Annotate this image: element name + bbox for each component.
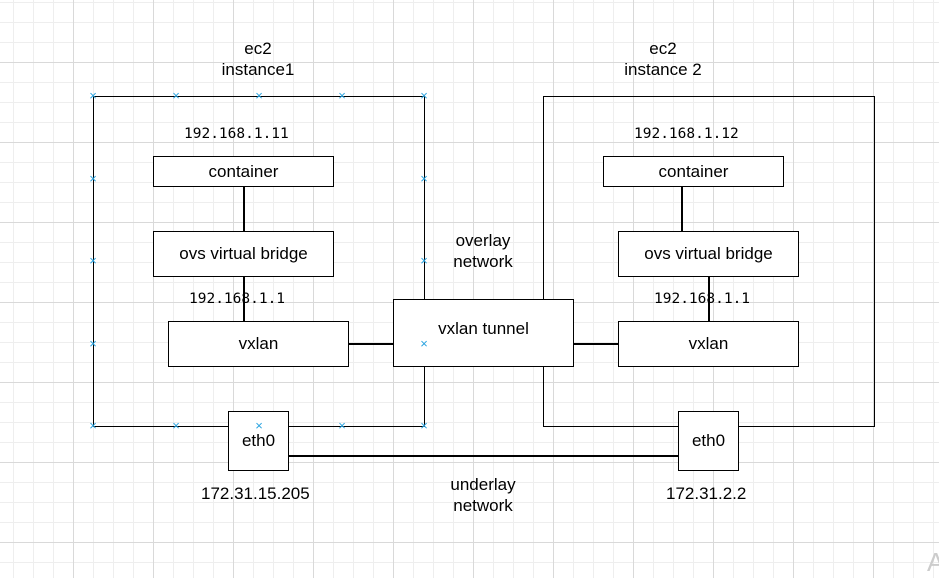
tunnel-vxlan2-connector <box>573 343 619 345</box>
selection-handle[interactable]: × <box>89 171 97 186</box>
instance2-title-line2: instance 2 <box>624 60 702 79</box>
instance2-container-ip: 192.168.1.12 <box>634 126 739 142</box>
instance1-eth0-ip: 172.31.15.205 <box>201 484 310 503</box>
selection-handle[interactable]: × <box>172 88 180 103</box>
instance1-eth0-box[interactable]: eth0 <box>228 411 289 471</box>
selection-handle[interactable]: × <box>255 88 263 103</box>
selection-handle[interactable]: × <box>338 418 346 433</box>
instance1-ovs-bridge-box[interactable]: ovs virtual bridge <box>153 231 334 277</box>
underlay-network-line2: network <box>453 496 513 515</box>
selection-handle[interactable]: × <box>420 336 428 351</box>
underlay-network-label: underlay network <box>433 474 533 516</box>
selection-handle[interactable]: × <box>89 336 97 351</box>
selection-handle[interactable]: × <box>89 418 97 433</box>
instance1-vxlan-ip: 192.168.1.1 <box>189 291 286 307</box>
overlay-network-line1: overlay <box>455 231 511 250</box>
instance2-eth0-ip: 172.31.2.2 <box>666 484 747 503</box>
underlay-network-line1: underlay <box>450 475 516 494</box>
instance2-ovs-bridge-box[interactable]: ovs virtual bridge <box>618 231 799 277</box>
bridge-vxlan-connector-2 <box>708 276 710 322</box>
container-bridge-connector-2 <box>681 186 683 232</box>
vxlan-tunnel-box[interactable]: vxlan tunnel <box>393 299 574 367</box>
selection-handle[interactable]: × <box>338 88 346 103</box>
instance1-title-line1: ec2 <box>244 39 272 58</box>
instance2-vxlan-ip: 192.168.1.1 <box>654 291 751 307</box>
instance2-title-line1: ec2 <box>649 39 677 58</box>
underlay-link <box>288 455 679 457</box>
instance1-vxlan-box[interactable]: vxlan <box>168 321 349 367</box>
instance2-vxlan-box[interactable]: vxlan <box>618 321 799 367</box>
instance2-container-box[interactable]: container <box>603 156 784 187</box>
corner-glyph: A <box>927 547 939 577</box>
instance1-container-ip: 192.168.1.11 <box>184 126 289 142</box>
container-bridge-connector-1 <box>243 186 245 232</box>
overlay-network-line2: network <box>453 252 513 271</box>
selection-handle[interactable]: × <box>89 88 97 103</box>
instance2-eth0-box[interactable]: eth0 <box>678 411 739 471</box>
instance1-container-box[interactable]: container <box>153 156 334 187</box>
vxlan1-tunnel-connector <box>348 343 394 345</box>
selection-handle[interactable]: × <box>420 88 428 103</box>
selection-handle[interactable]: × <box>89 253 97 268</box>
instance2-title: ec2 instance 2 <box>603 38 723 80</box>
overlay-network-label: overlay network <box>433 230 533 272</box>
selection-handle[interactable]: × <box>420 418 428 433</box>
selection-handle[interactable]: × <box>172 418 180 433</box>
selection-handle[interactable]: × <box>420 171 428 186</box>
instance1-title: ec2 instance1 <box>208 38 308 80</box>
selection-handle[interactable]: × <box>420 253 428 268</box>
instance1-title-line2: instance1 <box>221 60 295 79</box>
selection-handle[interactable]: × <box>255 418 263 433</box>
bridge-vxlan-connector-1 <box>243 276 245 322</box>
